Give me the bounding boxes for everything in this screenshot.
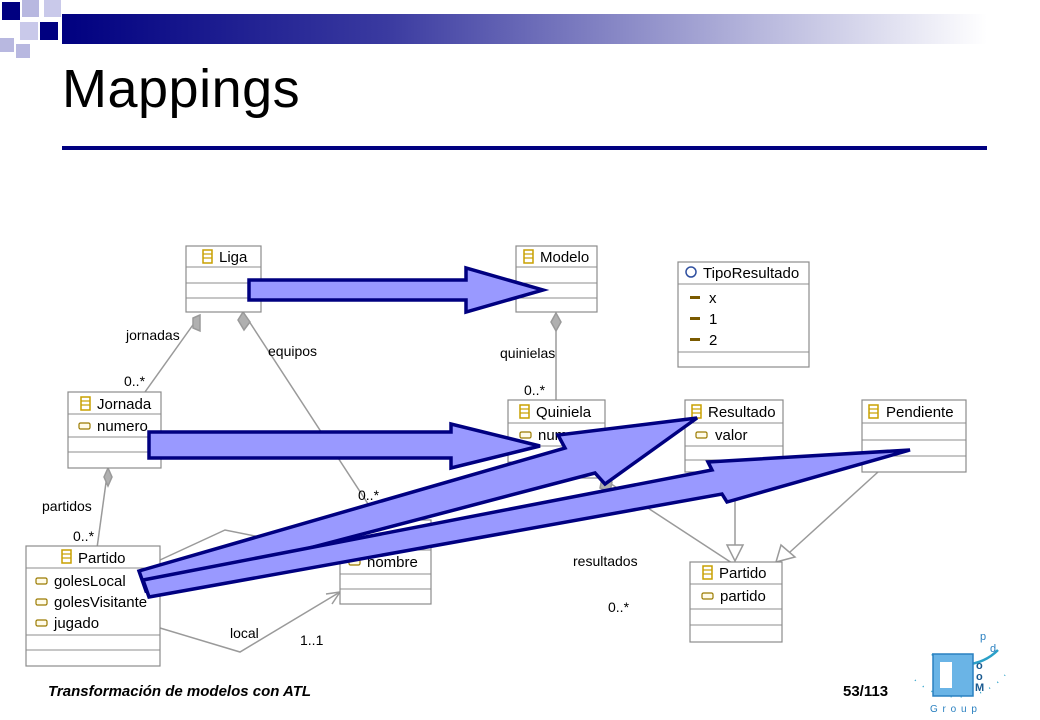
attribute-icon [35, 577, 48, 585]
class-modelo: Modelo [515, 245, 598, 313]
arrowhead-local [325, 591, 342, 605]
literal-icon [690, 317, 700, 320]
class-name: Partido [719, 565, 767, 582]
association-labels: jornadas 0..* equipos 0..* partidos 0..*… [42, 327, 638, 648]
class-name: Resultado [708, 404, 776, 421]
logo-letter: d [990, 643, 996, 655]
logo-letter: o [976, 671, 983, 683]
corner-square-7 [16, 44, 30, 58]
mult-quinielas: 0..* [524, 382, 546, 398]
attribute-label: partido [720, 588, 766, 605]
literal-icon [690, 338, 700, 341]
literal-label: 2 [709, 332, 717, 349]
attribute-label: numero [97, 418, 148, 435]
class-pendiente: Pendiente [861, 399, 967, 473]
footer-title: Transformación de modelos con ATL [48, 683, 312, 700]
corner-square-4 [20, 22, 38, 40]
title-underline [62, 146, 987, 150]
corner-square-1 [2, 2, 20, 20]
enum-icon [685, 266, 697, 278]
attribute-icon [78, 422, 91, 430]
literal-label: x [709, 290, 717, 307]
line-liga-jornada [144, 314, 201, 393]
diamond-modelo-quinielas [550, 311, 562, 333]
class-name: Pendiente [886, 404, 954, 421]
attribute-label: golesVisitante [54, 594, 147, 611]
mapping-arrow-liga-modelo [247, 265, 550, 315]
attribute-icon [519, 431, 532, 439]
logo-block-inner [940, 662, 952, 688]
class-name: Jornada [97, 396, 152, 413]
mapping-arrows [136, 265, 911, 599]
label-jornadas: jornadas [125, 327, 180, 343]
diamond-liga-jornadas [192, 313, 201, 333]
attribute-label: nombre [367, 554, 418, 571]
line-liga-equipo [242, 311, 373, 511]
diamond-jornada-partidos [103, 466, 113, 488]
attribute-label: golesLocal [54, 573, 126, 590]
header-gradient-bar [62, 14, 987, 44]
label-partidos: partidos [42, 498, 92, 514]
attribute-icon [35, 598, 48, 606]
label-local: local [230, 625, 259, 641]
mult-local: 1..1 [300, 632, 324, 648]
logo-letter: p [980, 631, 986, 643]
page-number: 53/113 [843, 683, 889, 700]
corner-square-6 [0, 38, 14, 52]
logo-letter: M [975, 682, 984, 694]
mult-partidos: 0..* [73, 528, 95, 544]
corner-square-2 [22, 0, 39, 17]
slide-title: Mappings [62, 59, 301, 119]
class-name: Liga [219, 249, 248, 266]
class-partido-source: Partido golesLocal golesVisitante jugado [25, 545, 161, 667]
enum-tipo-resultado: TipoResultado x 1 2 [677, 261, 810, 368]
generalization-arrow-pendiente [774, 543, 797, 564]
mult-equipos: 0..* [358, 487, 380, 503]
class-jornada: Jornada numero [67, 391, 162, 469]
class-name: Modelo [540, 249, 589, 266]
line-pendiente-partido [789, 471, 879, 553]
literal-label: 1 [709, 311, 717, 328]
class-name: Partido [78, 550, 126, 567]
class-partido-target: Partido partido [689, 561, 783, 643]
attribute-label: jugado [53, 615, 99, 632]
corner-square-5 [40, 22, 58, 40]
logo-arc-outer [914, 674, 1006, 698]
moodp-group-logo: o o M d p G r o u p [914, 631, 1006, 715]
generalization-arrow-resultado [725, 544, 745, 563]
mapping-arrow-jornada-quiniela [147, 421, 541, 471]
attribute-icon [701, 592, 714, 600]
class-name: Quiniela [536, 404, 592, 421]
logo-block [932, 653, 974, 697]
attribute-icon [35, 619, 48, 627]
mapping-arrow-partido-pendiente [140, 448, 911, 599]
enum-name: TipoResultado [703, 265, 799, 282]
line-partido-local [159, 591, 341, 653]
logo-group-text: G r o u p [930, 704, 978, 715]
label-resultados: resultados [573, 553, 638, 569]
literal-icon [690, 296, 700, 299]
attribute-icon [695, 431, 708, 439]
mult-jornadas: 0..* [124, 373, 146, 389]
mult-resultados: 0..* [608, 599, 630, 615]
label-equipos: equipos [268, 343, 317, 359]
diamond-liga-equipos [237, 310, 251, 332]
corner-square-3 [44, 0, 61, 17]
attribute-label: valor [715, 427, 748, 444]
label-quinielas: quinielas [500, 345, 555, 361]
logo-letter: o [976, 660, 983, 672]
